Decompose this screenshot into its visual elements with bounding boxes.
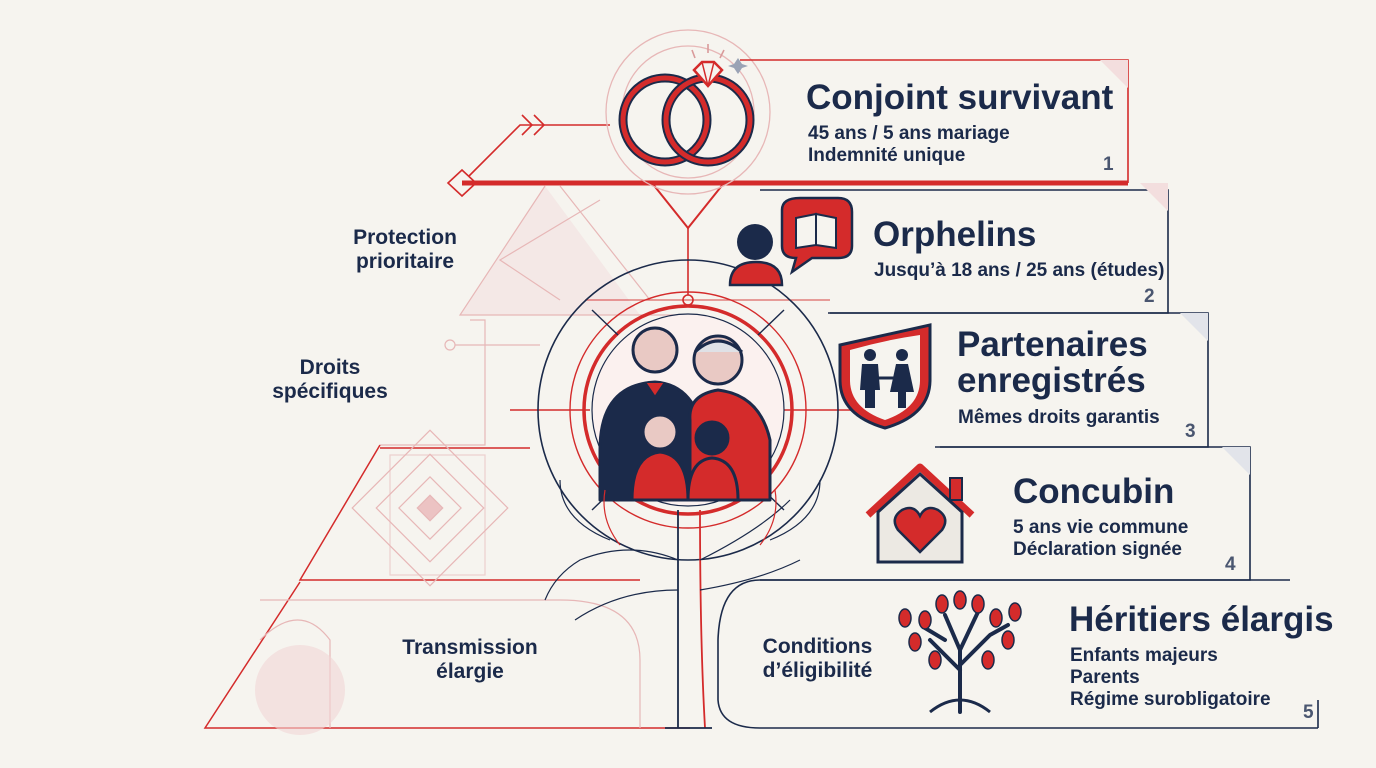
tier-detail: 5 ans vie commune bbox=[1013, 517, 1189, 538]
label-line: Conditions bbox=[762, 635, 873, 658]
tier-title-line: Partenaires bbox=[957, 325, 1148, 364]
label-line: élargie bbox=[436, 659, 504, 683]
tier-number: 4 bbox=[1225, 554, 1236, 575]
tier-number: 2 bbox=[1144, 286, 1155, 307]
label-line: Droits bbox=[299, 356, 361, 379]
tier-title: Conjoint survivant bbox=[806, 78, 1114, 117]
tree-roots bbox=[544, 479, 821, 729]
label-line: spécifiques bbox=[272, 379, 388, 403]
tier-number: 3 bbox=[1185, 421, 1196, 442]
child-reading-icon bbox=[728, 196, 854, 287]
label-line: d’éligibilité bbox=[762, 658, 873, 682]
tier-detail: Régime surobligatoire bbox=[1070, 689, 1271, 710]
house-heart-icon bbox=[865, 463, 975, 564]
tier-detail: Jusqu’à 18 ans / 25 ans (études) bbox=[874, 260, 1165, 281]
tier-detail: 45 ans / 5 ans mariage bbox=[808, 123, 1010, 144]
wedding-rings-icon bbox=[618, 44, 755, 167]
tier-title: Concubin bbox=[1013, 472, 1175, 511]
shield-couple-icon bbox=[838, 323, 932, 430]
label-transmission-elargie: Transmission élargie bbox=[385, 636, 555, 683]
tier-title: Partenaires enregistrés bbox=[957, 327, 1148, 399]
label-line: Transmission bbox=[402, 636, 538, 659]
tree-icon bbox=[898, 590, 1022, 714]
family-icon bbox=[598, 326, 772, 502]
tier-detail: Parents bbox=[1070, 667, 1140, 688]
tier-detail: Déclaration signée bbox=[1013, 539, 1182, 560]
tier-title: Orphelins bbox=[873, 215, 1037, 254]
tier-title-line: enregistrés bbox=[957, 361, 1146, 400]
tier-detail: Mêmes droits garantis bbox=[958, 407, 1160, 428]
label-conditions-eligibilite: Conditions d’éligibilité bbox=[740, 635, 895, 682]
tier-title: Héritiers élargis bbox=[1069, 600, 1334, 639]
tier-detail: Enfants majeurs bbox=[1070, 645, 1218, 666]
step-frames bbox=[717, 59, 1319, 729]
label-droits-specifiques: Droits spécifiques bbox=[255, 356, 405, 403]
background-pyramid bbox=[203, 185, 700, 735]
tier-detail: Indemnité unique bbox=[808, 145, 966, 166]
tier-number: 5 bbox=[1303, 702, 1314, 723]
label-line: prioritaire bbox=[355, 249, 455, 273]
tier-number: 1 bbox=[1103, 154, 1114, 175]
label-protection-prioritaire: Protection prioritaire bbox=[330, 226, 480, 273]
label-line: Protection bbox=[353, 226, 457, 249]
